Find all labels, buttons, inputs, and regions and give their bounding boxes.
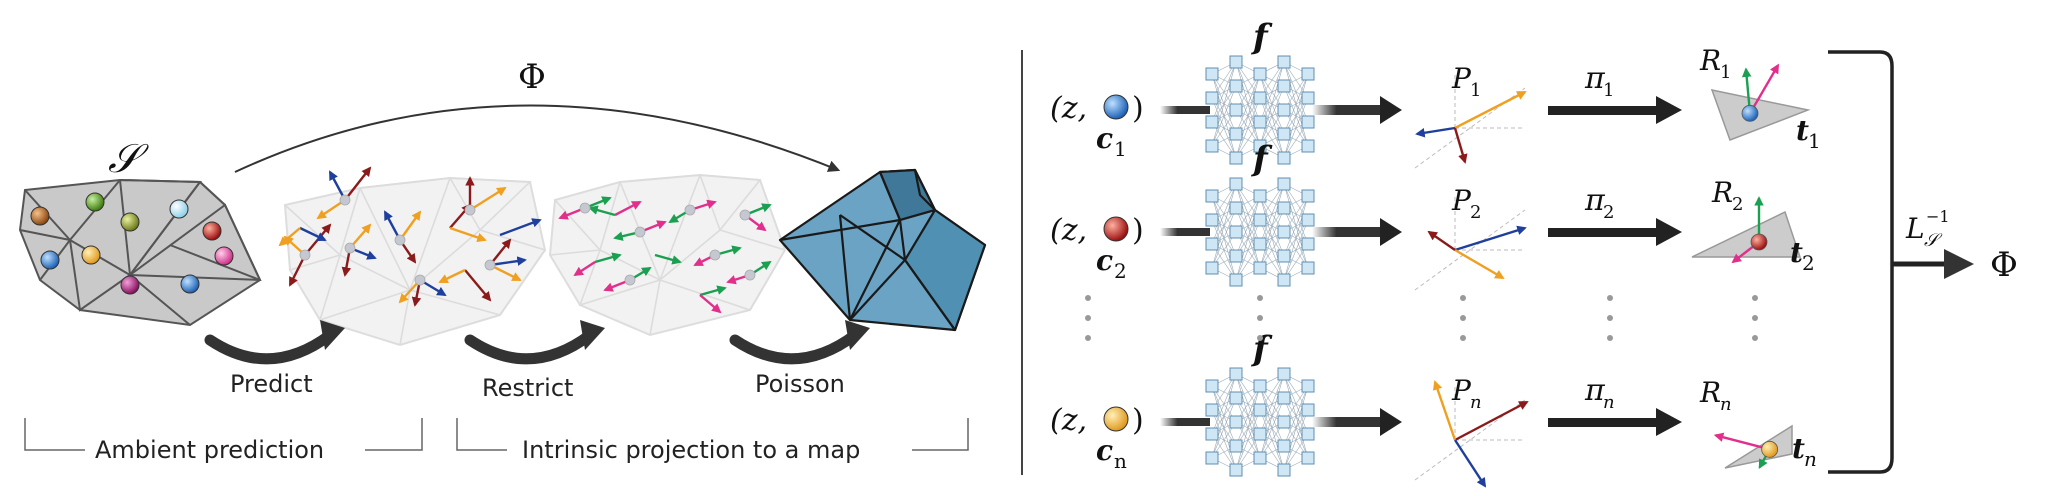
left-panel: 𝒮 — [18, 57, 987, 464]
translation-label: t — [1790, 236, 1803, 269]
rotation-label: R — [1711, 176, 1733, 209]
frame-subscript: 2 — [1470, 202, 1481, 223]
step-poisson-label: Poisson — [755, 370, 845, 398]
input-tuple-open: (z, — [1050, 213, 1087, 248]
projection-label: π — [1584, 61, 1606, 96]
frame-label: P — [1451, 374, 1472, 407]
bracket-intrinsic-label: Intrinsic projection to a map — [522, 436, 860, 464]
step-arrows — [204, 329, 861, 365]
intrinsic-field-mesh — [548, 173, 787, 337]
phi-arrow — [234, 104, 841, 173]
translation-subscript: n — [1804, 447, 1817, 471]
source-mesh-spheres — [30, 192, 234, 295]
translation-subscript: 1 — [1808, 129, 1821, 153]
network-icon — [1205, 55, 1315, 165]
projection-subscript: 1 — [1603, 80, 1614, 101]
ambient-vectors — [278, 166, 542, 307]
projection-subscript: n — [1603, 392, 1615, 413]
input-tuple-close: ) — [1132, 403, 1144, 438]
code-label: c — [1096, 434, 1113, 467]
network-label: f — [1251, 17, 1273, 57]
network-label: f — [1251, 329, 1273, 369]
rotation-subscript: 1 — [1720, 62, 1731, 83]
input-tuple-close: ) — [1132, 213, 1144, 248]
frame-subscript: n — [1470, 392, 1482, 413]
translation-subscript: 2 — [1802, 251, 1815, 275]
collect-bracket — [1828, 50, 1894, 474]
code-subscript: n — [1114, 449, 1127, 473]
code-label: c — [1096, 122, 1113, 155]
bracket-lines — [24, 418, 969, 451]
input-arrow — [1160, 106, 1210, 114]
rotation-subscript: n — [1720, 394, 1732, 415]
frame-label: P — [1451, 184, 1472, 217]
ambient-field-mesh — [278, 166, 547, 347]
translation-label: t — [1792, 432, 1805, 465]
output-phi: Φ — [1990, 245, 2018, 285]
code-sphere-icon — [1103, 94, 1129, 120]
projection-subscript: 2 — [1603, 202, 1614, 223]
input-tuple-close: ) — [1132, 91, 1144, 126]
frame-glyph — [1414, 195, 1527, 291]
network-output-arrow — [1312, 417, 1382, 427]
network-label: f — [1251, 139, 1273, 179]
operator-symbol: L — [1905, 212, 1925, 245]
translation-label: t — [1796, 114, 1809, 147]
projection-arrow — [1548, 106, 1658, 115]
projection-label: π — [1584, 373, 1606, 408]
phi-label: Φ — [518, 57, 546, 97]
frame-label: P — [1451, 62, 1472, 95]
network-icon — [1205, 177, 1315, 287]
code-label: c — [1096, 244, 1113, 277]
set-symbol: 𝒮 — [108, 136, 149, 182]
rotation-label: R — [1699, 376, 1721, 409]
network-output-arrow — [1312, 105, 1382, 115]
target-triangle — [1710, 63, 1811, 141]
network-icon — [1205, 367, 1315, 477]
projection-arrow — [1548, 228, 1658, 237]
input-arrow — [1160, 228, 1210, 236]
projection-arrow — [1548, 418, 1658, 427]
frame-glyph — [1414, 380, 1529, 488]
frame-subscript: 1 — [1470, 80, 1481, 101]
row-ellipsis — [1085, 295, 1758, 341]
operator-label: L 𝒮 −1 — [1905, 207, 1950, 251]
frame-glyph — [1414, 73, 1527, 169]
target-triangle — [1691, 196, 1802, 264]
code-subscript: 2 — [1114, 259, 1127, 283]
input-arrow — [1160, 418, 1210, 426]
projection-label: π — [1584, 183, 1606, 218]
step-predict-label: Predict — [230, 370, 313, 398]
code-subscript: 1 — [1114, 137, 1127, 161]
target-triangle — [1713, 424, 1793, 470]
bracket-ambient-label: Ambient prediction — [95, 436, 324, 464]
input-tuple-open: (z, — [1050, 91, 1087, 126]
input-tuple-open: (z, — [1050, 403, 1087, 438]
rotation-label: R — [1699, 44, 1721, 77]
output-mesh — [778, 168, 987, 332]
operator-superscript: −1 — [1926, 207, 1950, 226]
operator-subscript: 𝒮 — [1924, 230, 1943, 251]
network-output-arrow — [1312, 227, 1382, 237]
code-sphere-icon — [1103, 216, 1129, 242]
code-sphere-icon — [1103, 406, 1129, 432]
step-restrict-label: Restrict — [482, 374, 573, 402]
rotation-subscript: 2 — [1732, 194, 1743, 215]
